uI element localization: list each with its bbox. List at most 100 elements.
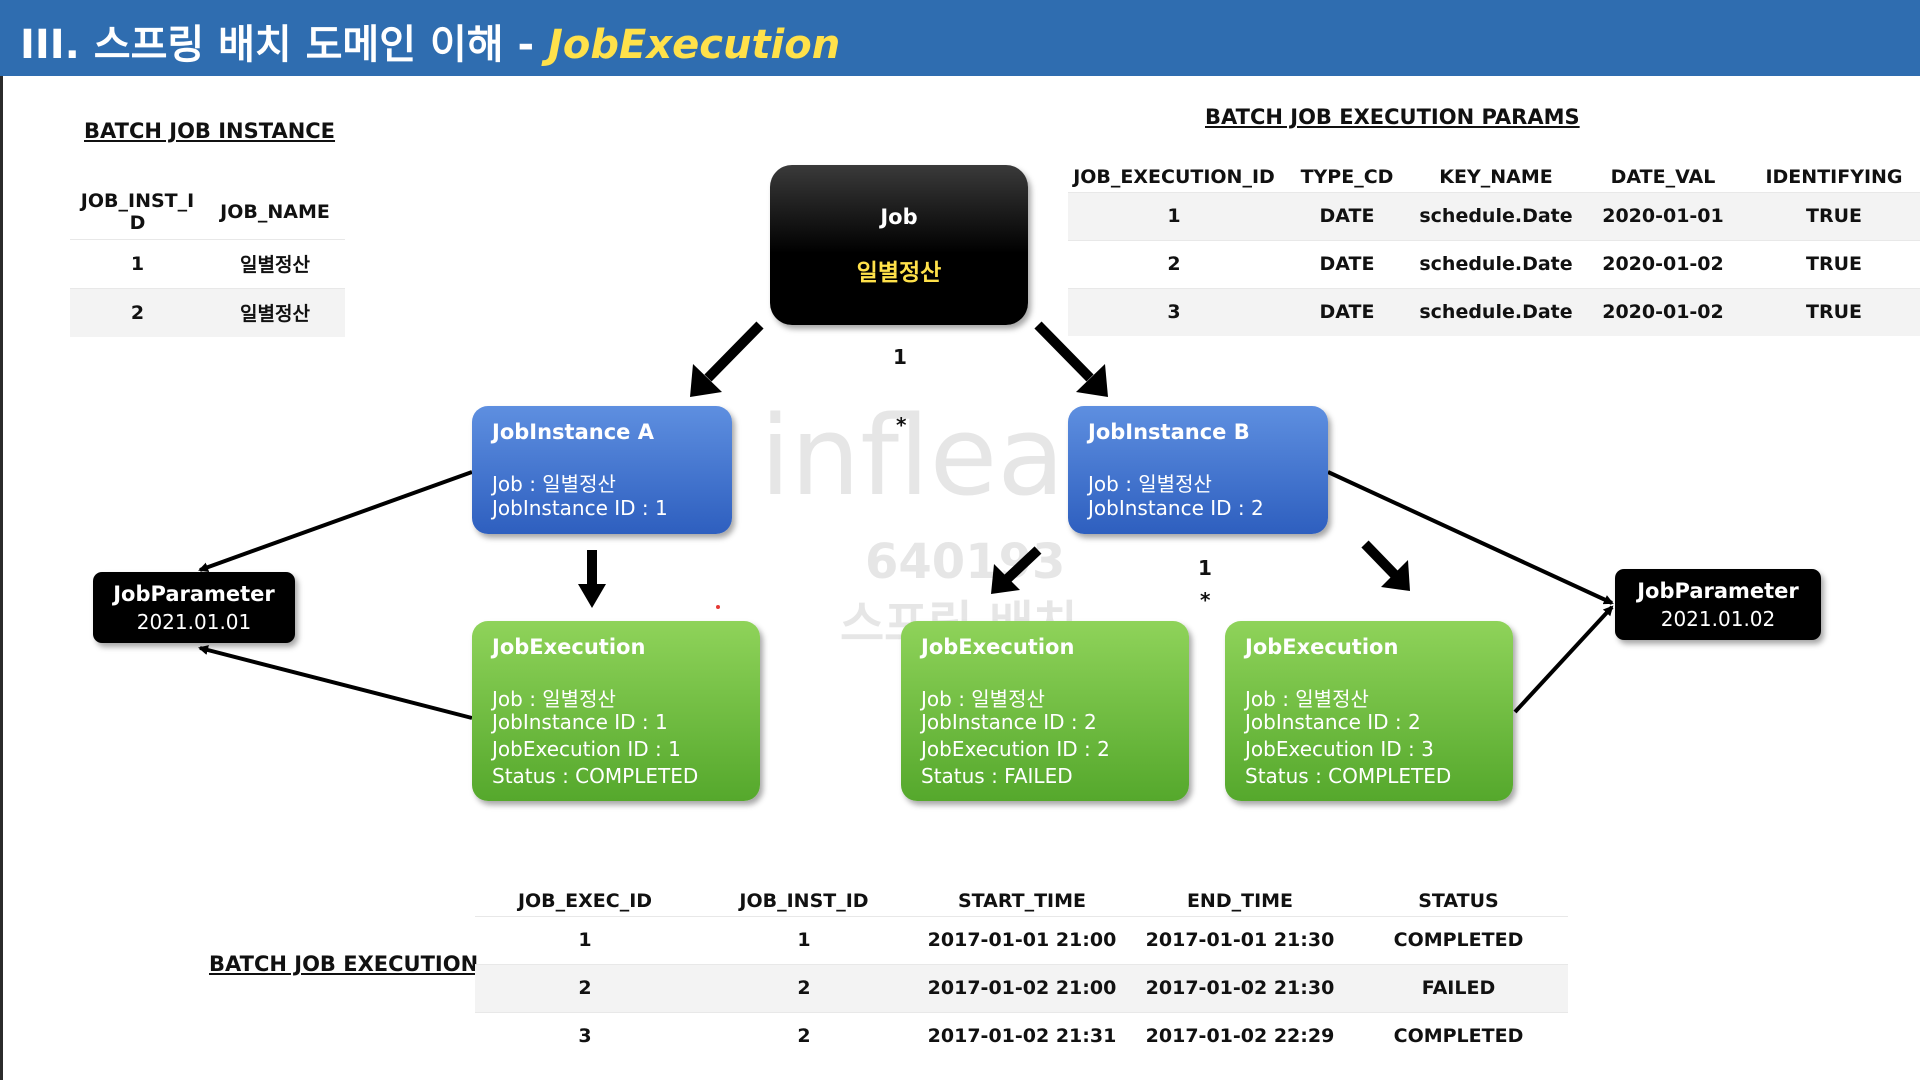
table-cell: 2017-01-02 21:00: [913, 963, 1131, 1012]
table-row: 3 2 2017-01-02 21:31 2017-01-02 22:29 CO…: [475, 1011, 1568, 1060]
column-header: END_TIME: [1186, 889, 1294, 912]
table-cell: 3: [1068, 287, 1280, 336]
job-execution-1-line: JobInstance ID : 1: [492, 710, 668, 734]
job-execution-2-line: Job : 일별정산: [921, 687, 1045, 711]
instance-b-to-execution-2-arrow: [991, 546, 1042, 594]
multiplicity-instance-many: *: [1200, 588, 1211, 612]
table-row: 1 1 2017-01-01 21:00 2017-01-01 21:30 CO…: [475, 915, 1568, 964]
table-cell: DATE: [1280, 239, 1414, 288]
job-execution-3-node: JobExecution Job : 일별정산 JobInstance ID :…: [1225, 621, 1513, 801]
table-cell: 2: [475, 963, 695, 1012]
table-cell: DATE: [1280, 191, 1414, 240]
job-execution-3-line: Job : 일별정산: [1245, 687, 1369, 711]
multiplicity-job-many: *: [896, 413, 907, 437]
job-execution-1-line: Job : 일별정산: [492, 687, 616, 711]
table-cell: 일별정산: [205, 287, 345, 337]
job-execution-2-node: JobExecution Job : 일별정산 JobInstance ID :…: [901, 621, 1189, 801]
multiplicity-job-one: 1: [893, 345, 907, 369]
job-parameter-a-node: JobParameter 2021.01.01: [93, 572, 295, 643]
instance-table: JOB_INST_ID JOB_NAME 1 일별정산 2 일별정산: [70, 185, 345, 337]
header-bar: III. 스프링 배치 도메인 이해 - JobExecution: [0, 0, 1920, 76]
table-cell: 2: [695, 1011, 913, 1060]
job-execution-3-line: JobInstance ID : 2: [1245, 710, 1421, 734]
table-cell: schedule.Date: [1414, 239, 1578, 288]
table-cell: 2017-01-02 21:31: [913, 1011, 1131, 1060]
job-to-instance-a-arrow: [690, 321, 764, 397]
job-parameter-a-value: 2021.01.01: [136, 610, 252, 634]
column-header: STATUS: [1418, 889, 1499, 912]
job-instance-a-title: JobInstance A: [492, 420, 654, 444]
job-execution-2-line: JobInstance ID : 2: [921, 710, 1097, 734]
table-cell: 2020-01-02: [1578, 239, 1748, 288]
instance-a-to-execution-arrow: [578, 550, 606, 608]
table-cell: COMPLETED: [1349, 915, 1568, 964]
table-cell: 2017-01-01 21:30: [1131, 915, 1349, 964]
instance-table-title: BATCH JOB INSTANCE: [84, 119, 336, 143]
job-node: Job 일별정산: [770, 165, 1028, 325]
job-execution-1-title: JobExecution: [492, 635, 646, 659]
page-title: III. 스프링 배치 도메인 이해 - JobExecution: [20, 12, 840, 70]
job-instance-b-title: JobInstance B: [1088, 420, 1250, 444]
job-execution-1-line: JobExecution ID : 1: [492, 737, 681, 761]
table-row: 1 DATE schedule.Date 2020-01-01 TRUE: [1068, 191, 1920, 240]
table-cell: schedule.Date: [1414, 191, 1578, 240]
column-header: DATE_VAL: [1610, 165, 1716, 188]
table-cell: 2020-01-02: [1578, 287, 1748, 336]
table-cell: TRUE: [1748, 191, 1920, 240]
table-cell: 2017-01-02 21:30: [1131, 963, 1349, 1012]
column-header: JOB_INST_ID: [739, 889, 869, 912]
job-instance-a-line: Job : 일별정산: [492, 472, 616, 496]
page-title-sub: JobExecution: [548, 22, 841, 68]
instance-b-to-param-line: [1327, 470, 1614, 605]
table-row: 3 DATE schedule.Date 2020-01-02 TRUE: [1068, 287, 1920, 336]
job-instance-a-line: JobInstance ID : 1: [492, 496, 668, 520]
table-cell: FAILED: [1349, 963, 1568, 1012]
column-header: IDENTIFYING: [1765, 165, 1903, 188]
job-instance-a-node: JobInstance A Job : 일별정산 JobInstance ID …: [472, 406, 732, 534]
job-execution-2-title: JobExecution: [921, 635, 1075, 659]
table-cell: 2: [70, 287, 205, 337]
execution-1-to-param-line: [198, 645, 473, 720]
job-execution-2-line: Status : FAILED: [921, 764, 1073, 788]
job-execution-3-title: JobExecution: [1245, 635, 1399, 659]
multiplicity-instance-one: 1: [1198, 556, 1212, 580]
job-node-name: 일별정산: [856, 260, 942, 286]
column-header: KEY_NAME: [1439, 165, 1553, 188]
job-execution-3-line: Status : COMPLETED: [1245, 764, 1452, 788]
job-execution-3-line: JobExecution ID : 3: [1245, 737, 1434, 761]
table-cell: 2: [695, 963, 913, 1012]
table-cell: 2: [1068, 239, 1280, 288]
table-cell: TRUE: [1748, 287, 1920, 336]
job-execution-1-line: Status : COMPLETED: [492, 764, 699, 788]
job-parameter-a-title: JobParameter: [113, 582, 275, 606]
job-node-title: Job: [880, 205, 918, 229]
column-header: START_TIME: [957, 889, 1087, 912]
table-cell: 1: [1068, 191, 1280, 240]
table-cell: 1: [70, 238, 205, 288]
params-table: JOB_EXECUTION_ID TYPE_CD KEY_NAME DATE_V…: [1068, 162, 1920, 336]
table-cell: 3: [475, 1011, 695, 1060]
table-cell: 2017-01-01 21:00: [913, 915, 1131, 964]
table-cell: 2017-01-02 22:29: [1131, 1011, 1349, 1060]
table-cell: schedule.Date: [1414, 287, 1578, 336]
job-parameter-b-value: 2021.01.02: [1660, 607, 1776, 631]
job-execution-1-node: JobExecution Job : 일별정산 JobInstance ID :…: [472, 621, 760, 801]
table-cell: 1: [475, 915, 695, 964]
table-row: 2 일별정산: [70, 287, 345, 337]
page-title-main: III. 스프링 배치 도메인 이해 -: [20, 22, 548, 68]
table-cell: 일별정산: [205, 238, 345, 288]
job-execution-2-line: JobExecution ID : 2: [921, 737, 1110, 761]
job-parameter-b-node: JobParameter 2021.01.02: [1615, 569, 1821, 640]
table-cell: 1: [695, 915, 913, 964]
job-instance-b-line: JobInstance ID : 2: [1088, 496, 1264, 520]
table-row: 2 DATE schedule.Date 2020-01-02 TRUE: [1068, 239, 1920, 288]
execution-table: JOB_EXEC_ID JOB_INST_ID START_TIME END_T…: [475, 886, 1568, 1060]
table-row: 2 2 2017-01-02 21:00 2017-01-02 21:30 FA…: [475, 963, 1568, 1012]
red-dot-mark: [716, 605, 720, 609]
left-border: [0, 76, 3, 1080]
table-row: 1 일별정산: [70, 238, 345, 288]
instance-b-to-execution-3-arrow: [1361, 540, 1410, 591]
table-cell: TRUE: [1748, 239, 1920, 288]
table-cell: 2020-01-01: [1578, 191, 1748, 240]
